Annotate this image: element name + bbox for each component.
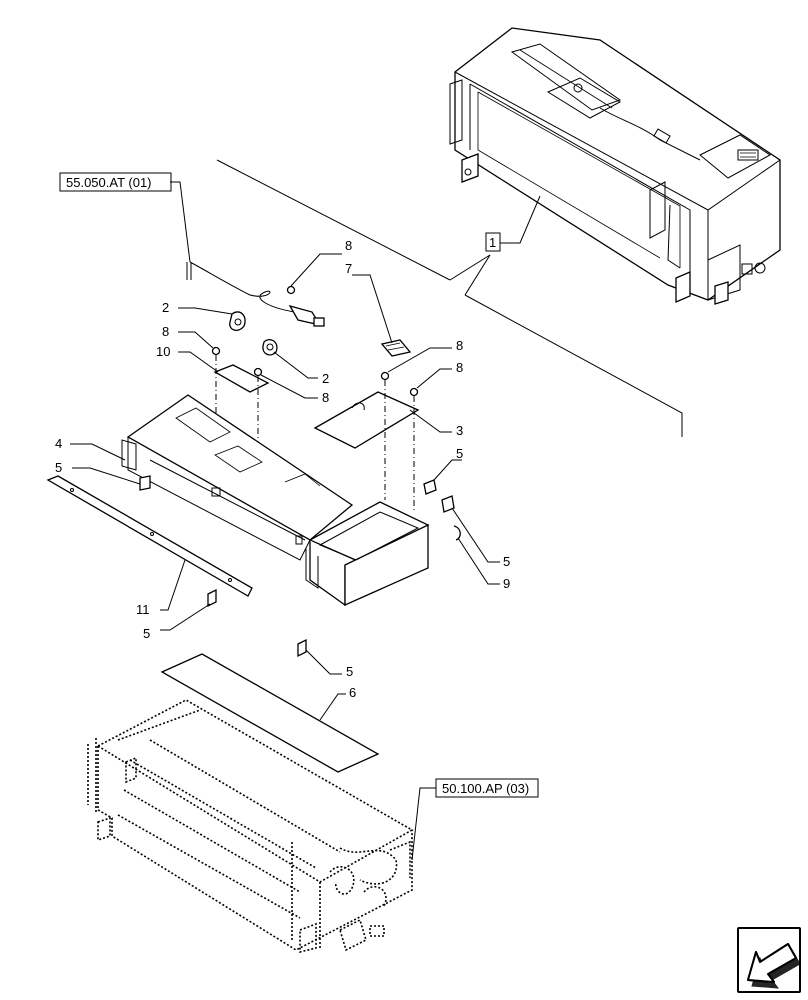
part-7-drawing [352,274,412,357]
part-2-lower [262,338,318,379]
part-5-bottom-center [297,638,342,675]
callout-5-left: 5 [55,460,62,475]
callout-5-right-top: 5 [456,446,463,461]
callout-7: 7 [345,261,352,276]
assembly-unit-drawing [449,27,781,305]
leader-4 [70,443,126,461]
callout-10: 10 [156,344,170,359]
callout-8-left: 8 [162,324,169,339]
reference-leader-bottom [411,787,436,861]
reference-label-top[interactable]: 55.050.AT (01) [66,175,152,190]
callout-8-top: 8 [345,238,352,253]
screw-8-right-a [380,347,452,381]
callout-8-right-b: 8 [456,360,463,375]
part-5-left [72,467,151,491]
part-5-right-mid [441,495,500,563]
callout-4: 4 [55,436,62,451]
callout-5-bottom-center: 5 [346,664,353,679]
callout-2-lower: 2 [322,371,329,386]
screw-8-right-b [409,368,452,397]
part-3-cover [313,391,452,449]
part-9-drawing [453,525,500,585]
callout-6: 6 [349,685,356,700]
part-6-pad [160,653,380,773]
screw-8-center [253,367,318,399]
part-2-upper [178,307,246,332]
part-11-strip [46,475,253,611]
wire-harness-drawing [186,261,325,327]
part-5-bottom-left [160,588,217,631]
screw-8-left [178,331,221,356]
screw-8-top [286,253,342,295]
callout-2-upper: 2 [162,300,169,315]
arrow-left-down-icon[interactable] [737,927,801,993]
ghost-core-drawing [87,699,414,954]
assembly-label-box [485,232,501,252]
callout-5-bottom-left: 5 [143,626,150,641]
callout-8-center: 8 [322,390,329,405]
callout-8-right-a: 8 [456,338,463,353]
part-10-plate [178,351,270,393]
assembly-label: 1 [489,235,496,250]
assembly-leader-lines [216,159,683,437]
part-5-right-top [423,459,462,495]
reference-label-bottom[interactable]: 50.100.AP (03) [442,781,529,796]
tray-housing-drawing [121,394,430,607]
callout-3: 3 [456,423,463,438]
callout-9: 9 [503,576,510,591]
callout-11: 11 [136,602,150,617]
callout-5-right-mid: 5 [503,554,510,569]
